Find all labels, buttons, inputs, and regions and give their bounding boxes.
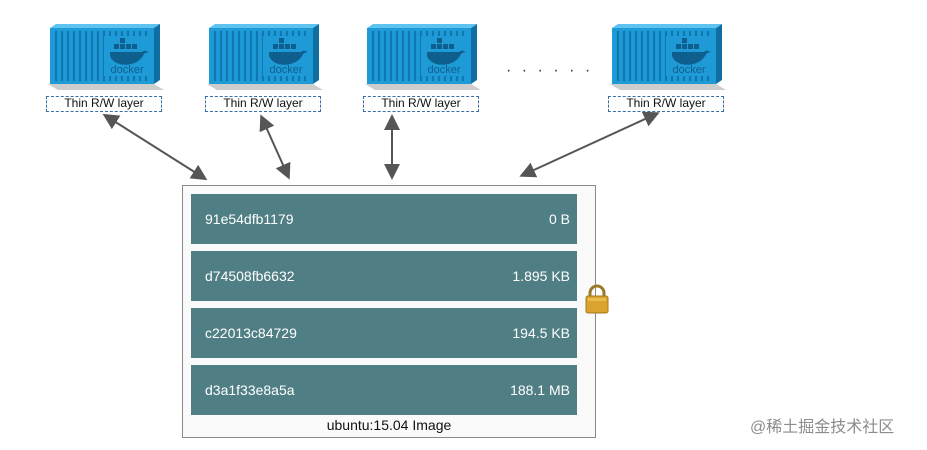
padlock-icon [585,284,609,314]
docker-logo-text: docker [110,64,143,76]
docker-container-3: docker Thin R/W layer [363,22,493,118]
layer-size: 0 B [548,211,570,227]
image-layer: 91e54dfb1179 0 B [191,194,577,244]
image-layer: d3a1f33e8a5a 188.1 MB [191,365,577,415]
thin-rw-layer-label: Thin R/W layer [363,96,479,112]
thin-rw-layer-label: Thin R/W layer [46,96,162,112]
arrow-container-2 [259,114,291,180]
docker-logo-text: docker [672,64,705,76]
thin-rw-layer-label: Thin R/W layer [608,96,724,112]
layer-id: c22013c84729 [205,325,297,341]
docker-logo-text: docker [427,64,460,76]
layer-id: 91e54dfb1179 [205,211,294,227]
arrow-container-1 [102,113,208,181]
docker-container-4: docker Thin R/W layer [608,22,738,118]
docker-container-2: docker Thin R/W layer [205,22,335,118]
layer-size: 1.895 KB [512,268,570,284]
image-caption: ubuntu:15.04 Image [326,417,452,433]
layer-id: d74508fb6632 [205,268,295,284]
thin-rw-layer-label: Thin R/W layer [205,96,321,112]
ubuntu-image-box: 91e54dfb1179 0 B d74508fb6632 1.895 KB c… [182,185,596,438]
image-layer: d74508fb6632 1.895 KB [191,251,577,301]
arrow-container-4 [519,111,660,178]
watermark: @稀土掘金技术社区 [750,419,895,436]
docker-container-1: docker Thin R/W layer [46,22,176,118]
layer-size: 188.1 MB [510,382,570,398]
layer-id: d3a1f33e8a5a [205,382,295,398]
docker-logo-text: docker [269,64,302,76]
layer-size: 194.5 KB [512,325,570,341]
image-layer: c22013c84729 194.5 KB [191,308,577,358]
more-containers-ellipsis: · · · · · · [506,62,594,79]
